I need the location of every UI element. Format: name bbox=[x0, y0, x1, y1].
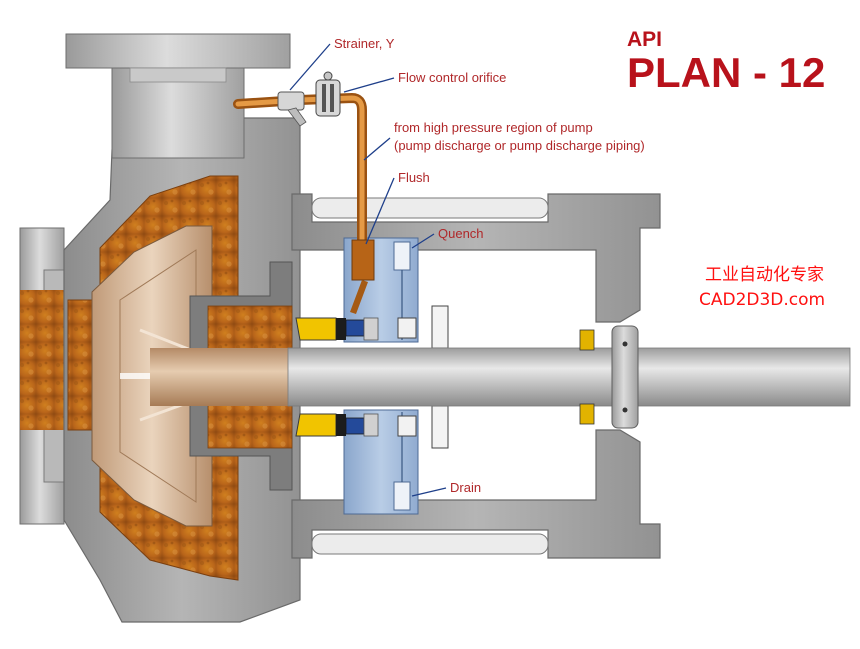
leader-drain bbox=[411, 487, 447, 497]
label-orifice: Flow control orifice bbox=[398, 70, 506, 85]
flush-piping bbox=[233, 92, 375, 314]
leader-source bbox=[363, 137, 391, 161]
label-quench: Quench bbox=[438, 226, 484, 241]
label-source-line2: (pump discharge or pump discharge piping… bbox=[394, 138, 645, 153]
label-flush: Flush bbox=[398, 170, 430, 185]
leader-orifice bbox=[343, 77, 395, 93]
label-strainer: Strainer, Y bbox=[334, 36, 395, 51]
brand-plan-title: PLAN - 12 bbox=[627, 49, 825, 96]
flow-control-orifice bbox=[315, 71, 341, 117]
brand-api: API bbox=[627, 28, 662, 51]
discharge-nozzle bbox=[65, 33, 291, 159]
backplate bbox=[189, 261, 293, 491]
label-drain: Drain bbox=[450, 480, 481, 495]
label-source-line1: from high pressure region of pump bbox=[394, 120, 593, 135]
leader-quench bbox=[411, 233, 435, 249]
strainer-y bbox=[277, 91, 307, 127]
leader-flush bbox=[365, 177, 395, 245]
leader-strainer bbox=[289, 43, 331, 91]
watermark-line1: 工业自动化专家 bbox=[705, 265, 824, 285]
watermark-line2: CAD2D3D.com bbox=[699, 290, 825, 310]
bearing-bracket bbox=[291, 193, 661, 559]
pump-shaft bbox=[150, 325, 851, 429]
mechanical-seal bbox=[295, 305, 449, 449]
